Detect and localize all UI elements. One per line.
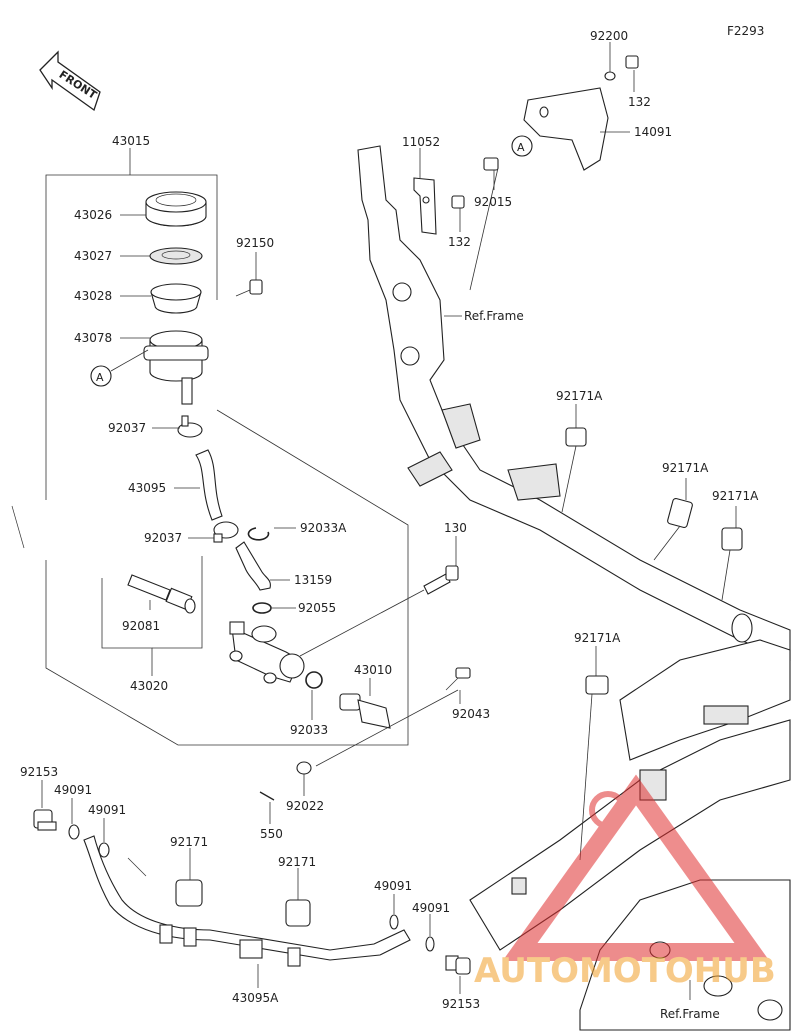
washer-49091-d	[425, 936, 435, 952]
frame-main	[357, 145, 791, 661]
label-92171a-3: 92171A	[712, 489, 759, 503]
label-49091-d: 49091	[412, 901, 450, 915]
label-49091-a: 49091	[54, 783, 92, 797]
label-550: 550	[260, 827, 283, 841]
diagram-code: F2293	[727, 24, 764, 38]
banjo-bolt-left	[33, 809, 57, 831]
piston-assy	[127, 574, 196, 614]
clamp-92171a-1	[565, 427, 587, 447]
label-132-a: 132	[628, 95, 651, 109]
snap-ring-92033a	[247, 527, 270, 541]
label-43010: 43010	[354, 663, 392, 677]
group-bracket-43015	[45, 148, 409, 746]
label-14091: 14091	[634, 125, 672, 139]
label-43028: 43028	[74, 289, 112, 303]
label-ref-frame-1: Ref.Frame	[464, 309, 524, 323]
label-92171a-4: 92171A	[574, 631, 621, 645]
bolt-132-lower	[451, 195, 465, 209]
label-92015: 92015	[474, 195, 512, 209]
label-49091-c: 49091	[374, 879, 412, 893]
label-43015: 43015	[112, 134, 150, 148]
clamp-92171a-2	[667, 497, 693, 529]
watermark-text: AUTOMOTOHUB	[474, 951, 776, 991]
label-92033: 92033	[290, 723, 328, 737]
callout-a-right: A	[511, 135, 533, 157]
label-43027: 43027	[74, 249, 112, 263]
label-43026: 43026	[74, 208, 112, 222]
cover-14091	[523, 87, 609, 171]
clamp-92171a-4	[585, 675, 609, 695]
label-43078: 43078	[74, 331, 112, 345]
reservoir-hose	[195, 449, 223, 521]
label-92171-b: 92171	[278, 855, 316, 869]
label-92153-a: 92153	[20, 765, 58, 779]
label-92171a-1: 92171A	[556, 389, 603, 403]
bracket-11052	[413, 177, 437, 235]
master-cylinder-body	[229, 621, 305, 684]
bolt-132-upper	[625, 55, 639, 69]
label-92153-b: 92153	[442, 997, 480, 1011]
part-labels: 43015 43026 43027 43028 43078 92150 9203…	[20, 29, 759, 1021]
label-92171-a: 92171	[170, 835, 208, 849]
label-130: 130	[444, 521, 467, 535]
cotter-pin-550	[259, 791, 275, 801]
bolt-130	[423, 565, 459, 595]
label-49091-b: 49091	[88, 803, 126, 817]
label-92055: 92055	[298, 601, 336, 615]
hose-clamp-92171-left	[175, 879, 203, 907]
svg-text:A: A	[517, 141, 525, 154]
clamp-92171a-3	[721, 527, 743, 551]
clevis-43010	[339, 693, 391, 729]
label-92022: 92022	[286, 799, 324, 813]
label-92200: 92200	[590, 29, 628, 43]
hose-clamp-upper	[177, 415, 203, 438]
reservoir-cap	[145, 191, 207, 227]
label-92171a-2: 92171A	[662, 461, 709, 475]
washer-92200	[604, 71, 616, 81]
front-arrow-icon: FRONT	[39, 50, 101, 112]
label-92037-b: 92037	[144, 531, 182, 545]
banjo-bolt-right	[445, 955, 471, 975]
washer-92022	[296, 761, 312, 775]
reservoir	[143, 330, 209, 405]
washer-49091-b	[98, 842, 110, 858]
label-92037-a: 92037	[108, 421, 146, 435]
elbow-fitting	[235, 541, 271, 591]
hose-clamp-92171-right	[285, 899, 311, 927]
label-43095: 43095	[128, 481, 166, 495]
washer-49091-a	[68, 824, 80, 840]
label-132-b: 132	[448, 235, 471, 249]
svg-text:A: A	[96, 371, 104, 384]
label-ref-frame-2: Ref.Frame	[660, 1007, 720, 1021]
label-92081: 92081	[122, 619, 160, 633]
bolt-92150	[235, 279, 263, 297]
callout-a-left: A	[90, 349, 149, 387]
label-13159: 13159	[294, 573, 332, 587]
hose-collars	[159, 924, 301, 967]
leader-lines	[11, 42, 737, 1000]
o-ring-92055	[252, 602, 272, 614]
label-92150: 92150	[236, 236, 274, 250]
washer-49091-c	[389, 914, 399, 930]
label-43020: 43020	[130, 679, 168, 693]
diaphragm	[150, 283, 202, 314]
label-43095a: 43095A	[232, 991, 279, 1005]
pin-92043	[445, 667, 471, 691]
label-11052: 11052	[402, 135, 440, 149]
collar-92015	[483, 157, 499, 171]
label-92043: 92043	[452, 707, 490, 721]
snap-ring-92033	[305, 671, 323, 689]
watermark-logo: AUTOMOTOHUB	[474, 774, 776, 991]
label-92033a: 92033A	[300, 521, 347, 535]
diaphragm-plate	[149, 247, 203, 265]
hose-clamp-lower	[213, 521, 239, 543]
